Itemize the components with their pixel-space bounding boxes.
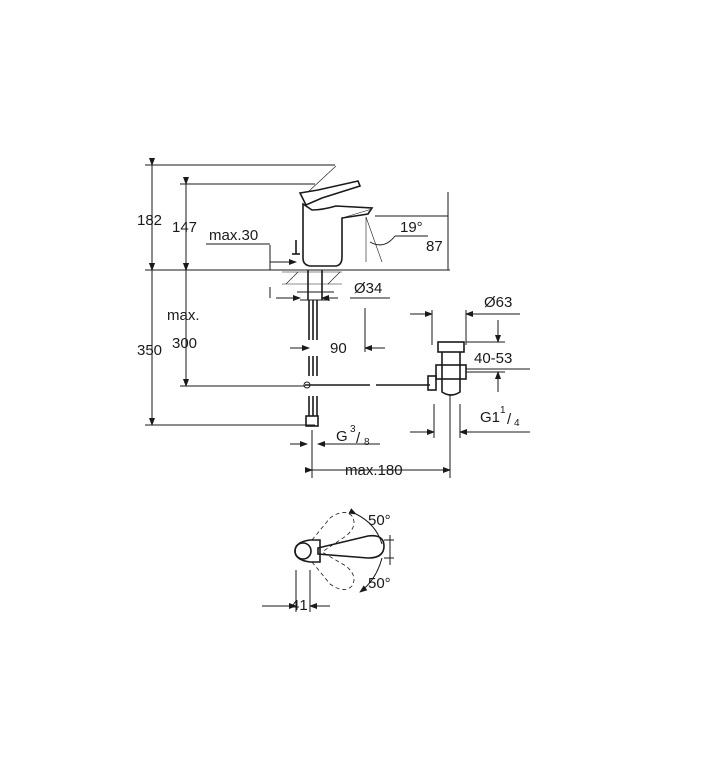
dimension-labels: 182 147 max.30 19° 87 Ø34 Ø63 max. 350 3… [137,212,520,479]
dim-g114-num: 1 [500,405,506,416]
dim-angle-50-bottom: 50° [368,575,391,592]
dim-g114-den: 4 [514,418,520,429]
dim-angle-19: 19° [400,219,423,236]
dim-dia34: Ø34 [354,280,382,297]
dim-g38-num: 3 [350,424,356,435]
faucet-side-view [145,158,530,478]
dim-max-label: max. [167,307,200,324]
dim-max180: max.180 [345,462,403,479]
dim-90: 90 [330,340,347,357]
dim-g38-den: 8 [364,437,370,448]
dim-87: 87 [426,238,443,255]
svg-text:/: / [507,411,512,428]
dim-41: 41 [291,597,308,614]
dim-350: 350 [137,342,162,359]
dim-dia63: Ø63 [484,294,512,311]
faucet-top-view [262,508,394,612]
dim-300: 300 [172,335,197,352]
dim-g38: G [336,428,348,445]
dim-147: 147 [172,219,197,236]
dim-182: 182 [137,212,162,229]
dim-g114: G1 [480,409,500,426]
dim-max30: max.30 [209,227,258,244]
svg-text:/: / [356,430,361,447]
top-view-labels: 50° 50° 41 [291,512,391,614]
dim-40-53: 40-53 [474,350,512,367]
dim-angle-50-top: 50° [368,512,391,529]
